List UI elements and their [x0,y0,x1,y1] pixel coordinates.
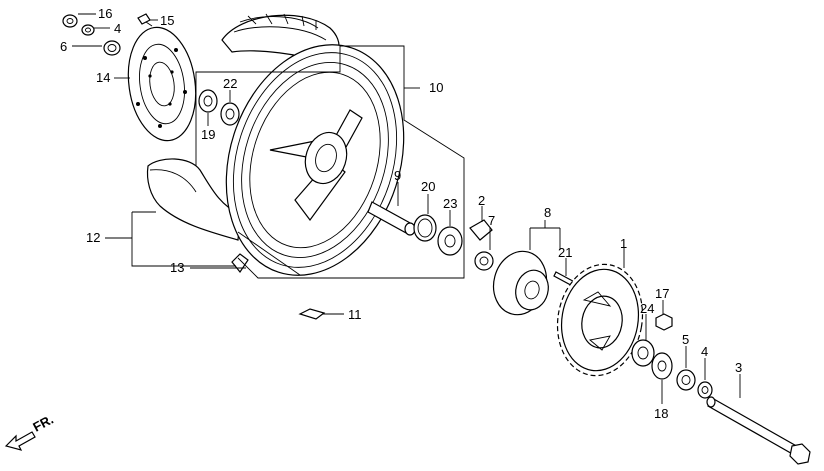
callout-15: 15 [160,13,174,28]
callout-23: 23 [443,196,457,211]
callout-17: 17 [655,286,669,301]
callout-7: 7 [488,213,495,228]
small-nut-part [62,14,78,28]
callout-4-bottom: 4 [701,344,708,359]
callout-24: 24 [640,301,654,316]
driven-sprocket-part [556,263,644,377]
o-ring-part [413,214,437,242]
hub-bearing-part [437,226,463,256]
valve-part [231,253,249,274]
callout-20: 20 [421,179,435,194]
callout-22: 22 [223,76,237,91]
callout-21: 21 [558,245,572,260]
rim-band-part [146,158,241,241]
callout-labels: 16 15 4 6 14 22 19 10 9 20 2 23 7 8 21 1… [60,6,742,421]
axle-spacer-part [367,201,416,236]
callout-4-top: 4 [114,21,121,36]
damper-part [469,219,493,241]
wheel-rim-part [225,44,405,276]
callout-2: 2 [478,193,485,208]
callout-6: 6 [60,39,67,54]
callout-16: 16 [98,6,112,21]
disc-bolt-part [137,13,153,27]
callout-13: 13 [170,260,184,275]
washer-part [81,24,95,36]
axle-collar-part [676,369,696,391]
direction-label: FR. [30,412,56,435]
brake-disc-part [127,26,197,142]
callout-19: 19 [201,127,215,142]
callout-8: 8 [544,205,551,220]
collar-part [103,40,121,56]
side-collar-part [651,352,673,380]
rear-axle-part [706,396,811,465]
callout-14: 14 [96,70,110,85]
callout-12: 12 [86,230,100,245]
bearing-part [198,89,218,113]
leader-lines [72,13,741,404]
callout-18: 18 [654,406,668,421]
callout-5: 5 [682,332,689,347]
callout-1: 1 [620,236,627,251]
callout-11: 11 [348,307,362,322]
distance-collar-part [474,251,494,271]
callout-3: 3 [735,360,742,375]
callout-10: 10 [429,80,443,95]
callout-9: 9 [394,168,401,183]
sprocket-nut-part [655,313,673,331]
axle-washer-part [697,381,713,399]
balance-weight-part [298,308,326,320]
front-direction-arrow-icon: FR. [4,412,56,451]
sprocket-bearing-part [631,339,655,367]
sprocket-flange-part [492,250,549,316]
dust-seal-part [220,102,240,126]
group-bracket-lines [105,45,561,279]
